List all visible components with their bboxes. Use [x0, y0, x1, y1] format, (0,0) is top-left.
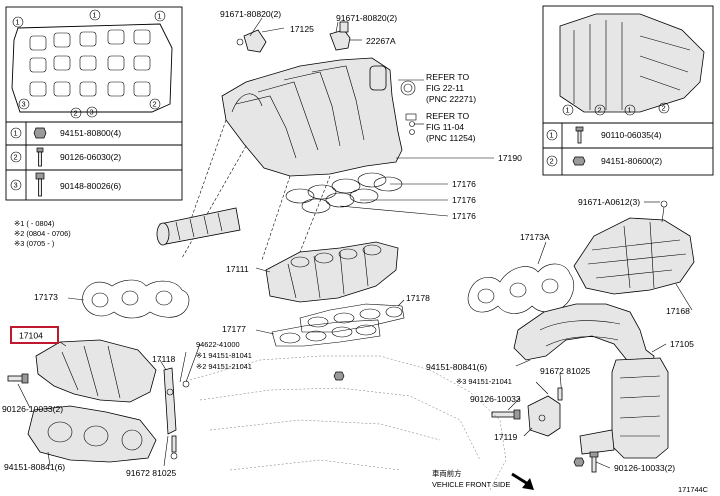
part-label: 17111 [226, 264, 249, 274]
part-label: 94622-41000 [196, 340, 240, 349]
legend-num: 1 [14, 129, 18, 138]
svg-text:3: 3 [22, 100, 26, 109]
part-label: 91672 81025 [540, 366, 590, 376]
part-label: 90126-10033(2) [614, 463, 675, 473]
note-line: ※1 ( - 0804) [14, 219, 54, 228]
intake-manifold-17190 [221, 57, 417, 177]
part-label: 91671-80820(2) [220, 9, 281, 19]
part-label: 17173 [34, 292, 58, 302]
svg-text:1: 1 [566, 106, 570, 115]
stay-17118 [163, 367, 190, 435]
sensor-22267a [329, 21, 362, 51]
part-label: 17119 [494, 432, 517, 442]
note-line: ※3 (0705 - ) [14, 239, 54, 248]
part-label: 17168 [666, 306, 690, 316]
highlight-box-17104 [10, 326, 59, 344]
part-label: 17173A [520, 232, 550, 242]
legend-row: 1 94151-80800(4) [10, 127, 121, 139]
part-label: 17105 [670, 339, 694, 349]
refer-text: FIG 22-11 [426, 83, 464, 93]
svg-text:1: 1 [16, 18, 20, 27]
gaskets-17176 [285, 172, 403, 214]
legend-part: 90148-80026(6) [60, 181, 121, 191]
gasket-17173a [467, 263, 575, 314]
legend-part: 94151-80600(2) [601, 156, 662, 166]
fasteners [170, 371, 599, 473]
legend-num: 1 [550, 131, 554, 140]
legend-num: 2 [14, 153, 18, 162]
part-label: 94151-80841(6) [426, 362, 487, 372]
legend-box-left: 1 1 1 3 3 2 2 1 94151-80800(4) 2 90126-0… [5, 6, 183, 201]
refer-text: FIG 11-04 [426, 122, 464, 132]
note-line: ※2 (0804 - 0706) [14, 229, 71, 238]
part-label: 17118 [152, 354, 175, 364]
exhaust-manifold-17105 [513, 303, 655, 369]
engine-block-outline [189, 355, 507, 491]
legend-part: 90110-06035(4) [601, 130, 662, 140]
figure-id: 171744C [678, 485, 709, 494]
legend-num: 3 [14, 181, 18, 190]
legend-row: 2 94151-80600(2) [546, 155, 662, 167]
part-labels: 91671-80820(2) 17125 91671-80820(2) 2226… [2, 9, 709, 494]
air-pipe [156, 207, 241, 246]
part-label-highlighted: 17104 [19, 331, 43, 341]
legend-box-right: 1 2 1 2 1 90110-06035(4) 2 94151-80600(2… [542, 5, 714, 176]
legend-part: 90126-06030(2) [60, 152, 121, 162]
part-label: ※2 94151-21041 [196, 362, 252, 371]
front-arrow-icon [511, 472, 534, 490]
heat-insulator-17168 [573, 200, 695, 295]
refer-text: REFER TO [426, 111, 469, 121]
part-label: 90126-10033(2) [2, 404, 63, 414]
gasket-17177 [271, 319, 381, 347]
legend-row: 1 90110-06035(4) [546, 126, 662, 144]
refer-text: (PNC 22271) [426, 94, 476, 104]
refer-text: REFER TO [426, 72, 469, 82]
part-label: 17176 [452, 211, 476, 221]
catalytic-converter-right [579, 357, 669, 459]
legend-part: 94151-80800(4) [60, 128, 121, 138]
part-label: 22267A [366, 36, 396, 46]
part-label: ※1 94151-81041 [196, 351, 252, 360]
svg-text:2: 2 [598, 106, 602, 115]
part-label: 17176 [452, 195, 476, 205]
part-label: 17125 [290, 24, 314, 34]
legend-num: 2 [550, 157, 554, 166]
part-label: 17177 [222, 324, 246, 334]
part-label: 17176 [452, 179, 476, 189]
gasket-17178 [299, 303, 405, 333]
part-label: 94151-80841(6) [4, 462, 65, 472]
part-label: 91671-A0612(3) [578, 197, 640, 207]
part-label: 91672 81025 [126, 468, 176, 478]
front-direction-en: VEHICLE FRONT SIDE [432, 480, 510, 489]
gasket-17173 [81, 279, 190, 319]
refer-text: (PNC 11254) [426, 133, 476, 143]
leader-lines [17, 17, 693, 469]
bracket-17119 [491, 395, 561, 437]
svg-text:2: 2 [153, 100, 157, 109]
part-label: 91671-80820(2) [336, 13, 397, 23]
svg-text:1: 1 [93, 11, 97, 20]
legend-row: 3 90148-80026(6) [10, 172, 121, 197]
svg-text:3: 3 [90, 108, 94, 117]
part-label: 17190 [498, 153, 522, 163]
svg-text:2: 2 [74, 109, 78, 118]
svg-text:1: 1 [158, 12, 162, 21]
front-direction-jp: 車両前方 [432, 469, 462, 478]
gasket-illustration-left: 1 1 1 3 3 2 2 [11, 9, 173, 119]
bracket-17125 [236, 27, 285, 53]
exhaust-manifold-17104 [7, 339, 157, 463]
part-label: ※3 94151-21041 [456, 377, 512, 386]
legend-row: 2 90126-06030(2) [10, 147, 121, 167]
svg-text:2: 2 [662, 104, 666, 113]
intake-illustration-right: 1 2 1 2 [559, 13, 705, 116]
intake-lower-17111 [265, 241, 399, 303]
part-label: 90126-10033 [470, 394, 521, 404]
svg-text:1: 1 [628, 106, 632, 115]
part-label: 17178 [406, 293, 430, 303]
